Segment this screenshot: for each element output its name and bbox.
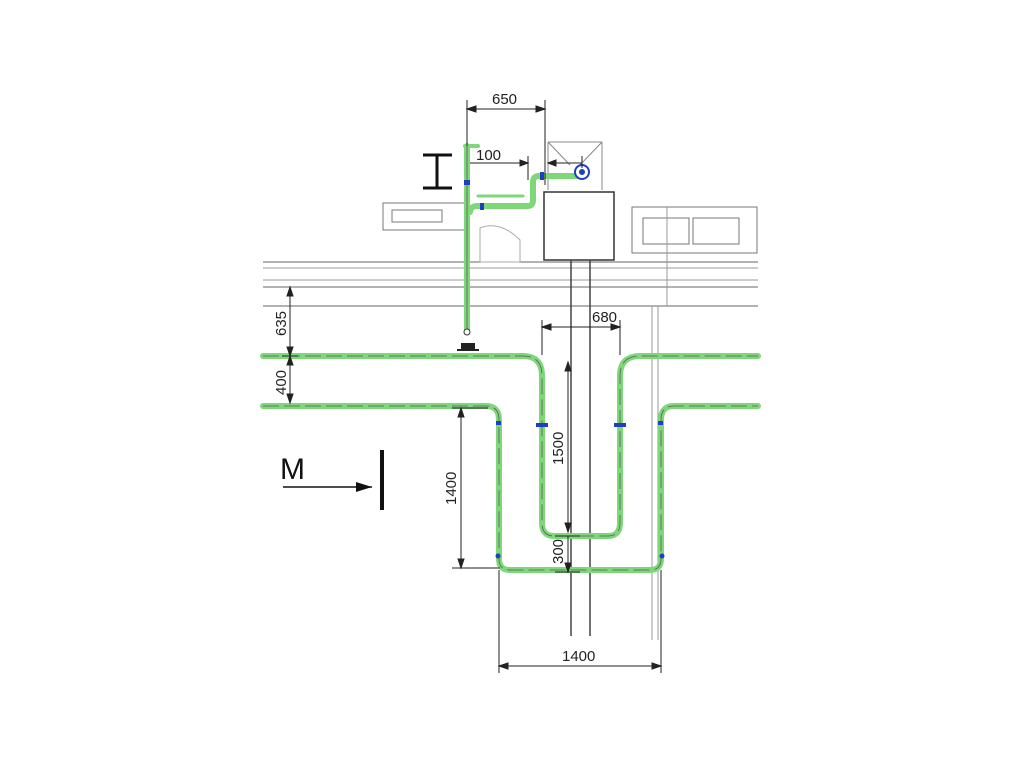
support-column xyxy=(570,260,591,636)
dim-bay-width: 680 xyxy=(592,309,617,326)
building-structure xyxy=(263,141,758,640)
valve-icon xyxy=(536,423,548,427)
dim-top-offset: 100 xyxy=(476,147,501,164)
riser-base-fitting xyxy=(457,328,479,351)
dim-loop-bottom-width: 1400 xyxy=(562,648,595,665)
valve-icon xyxy=(540,172,544,180)
tank-body xyxy=(543,191,615,261)
dimension-labels: 650 100 680 635 400 1400 1500 300 1400 xyxy=(273,91,617,665)
arrow-right-icon xyxy=(356,482,372,492)
dimension-lines xyxy=(282,100,663,673)
valve-icon xyxy=(480,203,484,210)
dim-loop-bottom-offset: 300 xyxy=(550,539,567,564)
valve-icon xyxy=(464,180,470,185)
valve-icon xyxy=(614,423,626,427)
dim-gap-lower: 400 xyxy=(273,370,290,395)
section-marker: M xyxy=(280,450,384,510)
main-pipe-upper-left xyxy=(260,353,761,539)
tank xyxy=(543,191,615,261)
ibeam-icon xyxy=(423,153,452,190)
valve-icon xyxy=(658,421,663,425)
branch-pipe-lower xyxy=(467,173,585,215)
section-marker-label: M xyxy=(280,453,305,486)
dim-top-width: 650 xyxy=(492,91,517,108)
pump-icon xyxy=(574,164,590,180)
valve-icon xyxy=(495,553,501,559)
valve-icon xyxy=(496,421,501,425)
dim-loop-inner-height: 1500 xyxy=(550,432,567,465)
pipe-inner-lines xyxy=(263,146,758,571)
valve-icon xyxy=(659,553,665,559)
main-pipe-lower xyxy=(260,403,761,573)
dim-gap-upper: 635 xyxy=(273,311,290,336)
valves xyxy=(464,172,665,559)
dim-loop-outer-height: 1400 xyxy=(443,472,460,505)
pipe-network xyxy=(260,143,761,573)
